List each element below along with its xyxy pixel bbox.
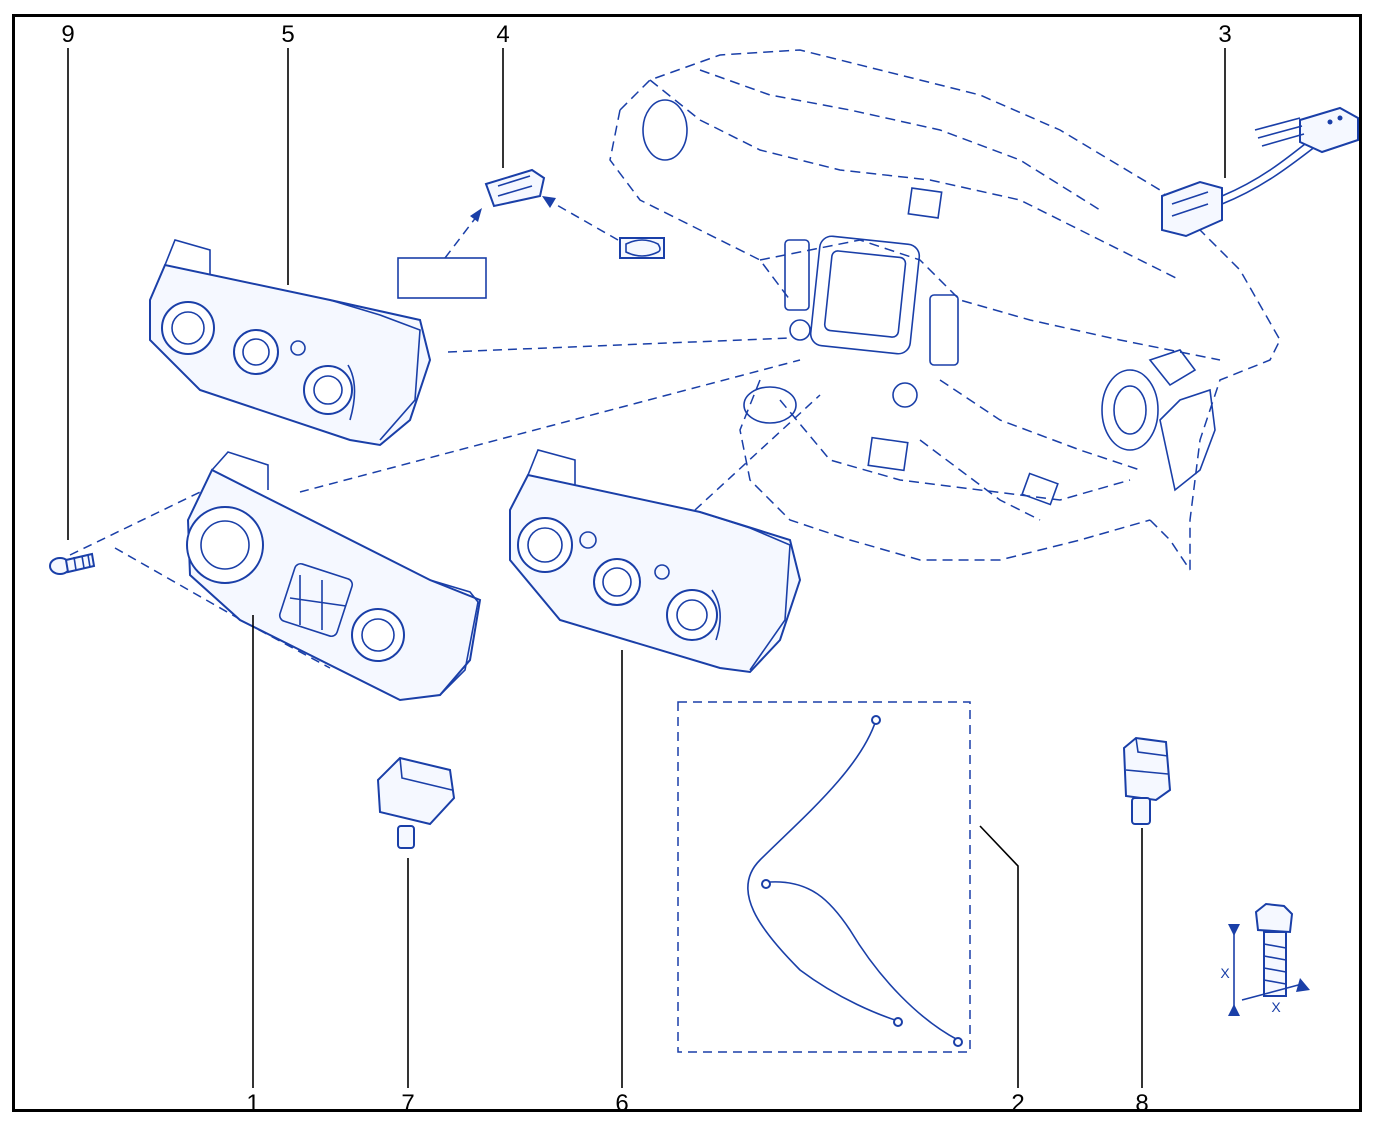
callout-6: 6 [615,1090,628,1117]
callout-4: 4 [496,21,509,48]
switch-part-8 [1122,736,1172,825]
callout-labels: 9 5 4 3 1 7 6 2 8 [61,21,1231,1117]
control-cables-part [677,701,971,1053]
callout-2: 2 [1011,1090,1024,1117]
callout-5: 5 [281,21,294,48]
automatic-climate-panel [186,451,482,702]
manual-control-panel-upper [149,239,432,447]
callout-8: 8 [1135,1090,1148,1117]
callout-1: 1 [246,1090,259,1117]
bolt-dimension-symbol: X X [1220,902,1310,1016]
callout-3: 3 [1218,21,1231,48]
dashboard-outline [609,49,1281,571]
switch-part-7 [376,756,456,849]
dimension-label-a: X [1220,965,1230,981]
screw-part [49,552,96,575]
wiring-harness-part [1161,106,1359,238]
dimension-label-b: X [1271,999,1281,1015]
manual-control-panel-lower [509,449,802,674]
callout-7: 7 [401,1090,414,1117]
bulb-part [397,168,665,299]
callout-9: 9 [61,21,74,48]
callout-leaders [67,48,1226,1088]
diagram-frame [12,14,1362,1112]
